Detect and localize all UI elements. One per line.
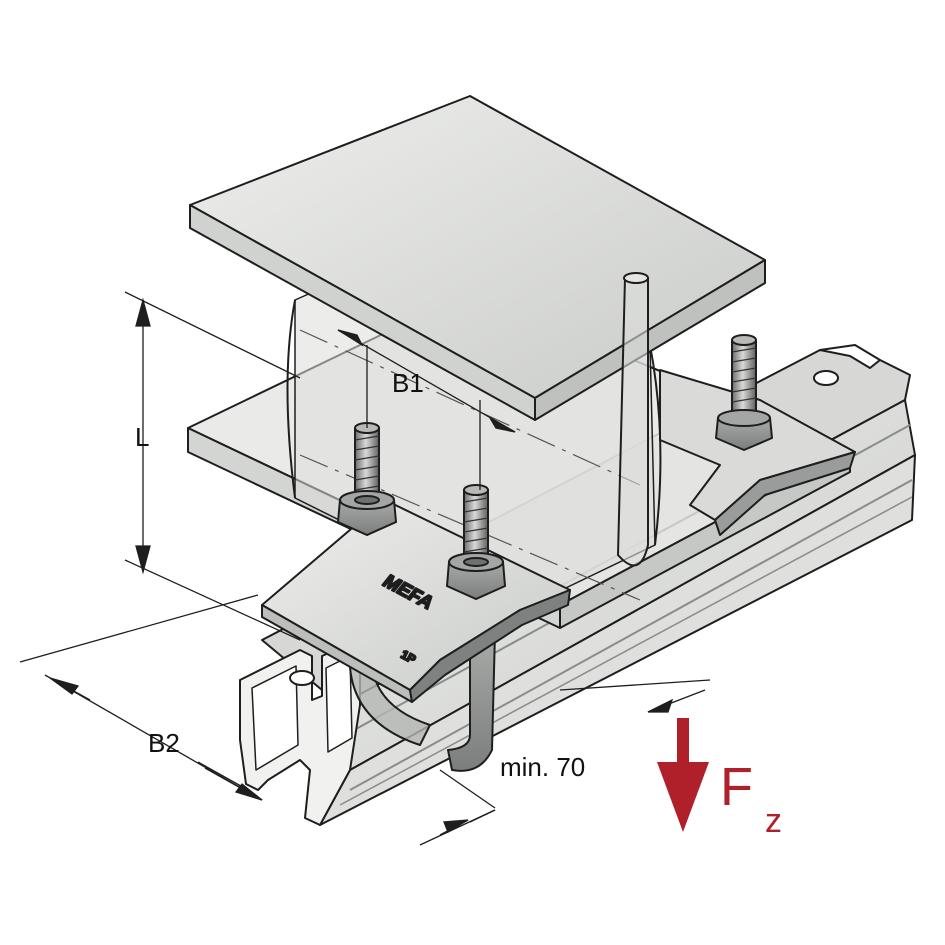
- min-70-label: min. 70: [500, 752, 585, 782]
- dimension-lines: [19, 291, 711, 846]
- b2-label: B2: [148, 728, 180, 758]
- clamp-left: MEFA 1P: [261, 499, 571, 772]
- l-label: L: [135, 422, 149, 452]
- bolt-1: [336, 422, 398, 537]
- b1-label: B1: [392, 368, 424, 398]
- bolt-2: [445, 484, 507, 601]
- clamp-right: [617, 272, 856, 567]
- down-arrow-icon: [657, 718, 709, 832]
- force-subscript: z: [765, 802, 782, 840]
- force-label: F: [720, 757, 753, 817]
